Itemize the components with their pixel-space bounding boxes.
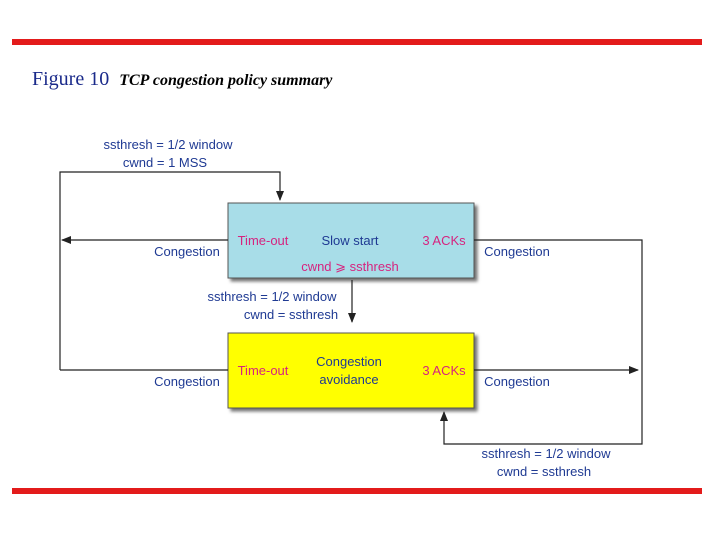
bottom-rule bbox=[12, 488, 702, 494]
figure-caption: TCP congestion policy summary bbox=[119, 72, 333, 89]
slow-start-label: Slow start bbox=[321, 233, 378, 248]
top-transition-line1: ssthresh = 1/2 window bbox=[104, 137, 234, 152]
reset-loop-top bbox=[59, 171, 284, 370]
top-transition-line2: cwnd = 1 MSS bbox=[123, 155, 208, 170]
congestion-label-left-bottom: Congestion bbox=[154, 374, 220, 389]
avoidance-acks-label: 3 ACKs bbox=[422, 363, 466, 378]
figure-title: Figure 10 TCP congestion policy summary bbox=[32, 68, 332, 91]
congestion-label-right-bottom: Congestion bbox=[484, 374, 550, 389]
congestion-label-right-top: Congestion bbox=[484, 244, 550, 259]
avoidance-label-line2: avoidance bbox=[319, 372, 378, 387]
congestion-label-left-top: Congestion bbox=[154, 244, 220, 259]
middle-transition-line2: cwnd = ssthresh bbox=[244, 307, 338, 322]
middle-transition-line1: ssthresh = 1/2 window bbox=[208, 289, 338, 304]
slow-start-threshold-label: cwnd ⩾ ssthresh bbox=[301, 259, 399, 274]
figure-number: Figure 10 bbox=[32, 68, 110, 90]
slow-start-timeout-label: Time-out bbox=[238, 233, 289, 248]
avoidance-label-line1: Congestion bbox=[316, 354, 382, 369]
slow-start-acks-label: 3 ACKs bbox=[422, 233, 466, 248]
bottom-transition-line1: ssthresh = 1/2 window bbox=[482, 446, 612, 461]
slow-start-box bbox=[227, 202, 475, 279]
top-rule bbox=[12, 39, 702, 45]
avoidance-timeout-label: Time-out bbox=[238, 363, 289, 378]
arrow-slow-start-congestion-right bbox=[440, 239, 643, 445]
bottom-transition-line2: cwnd = ssthresh bbox=[497, 464, 591, 479]
